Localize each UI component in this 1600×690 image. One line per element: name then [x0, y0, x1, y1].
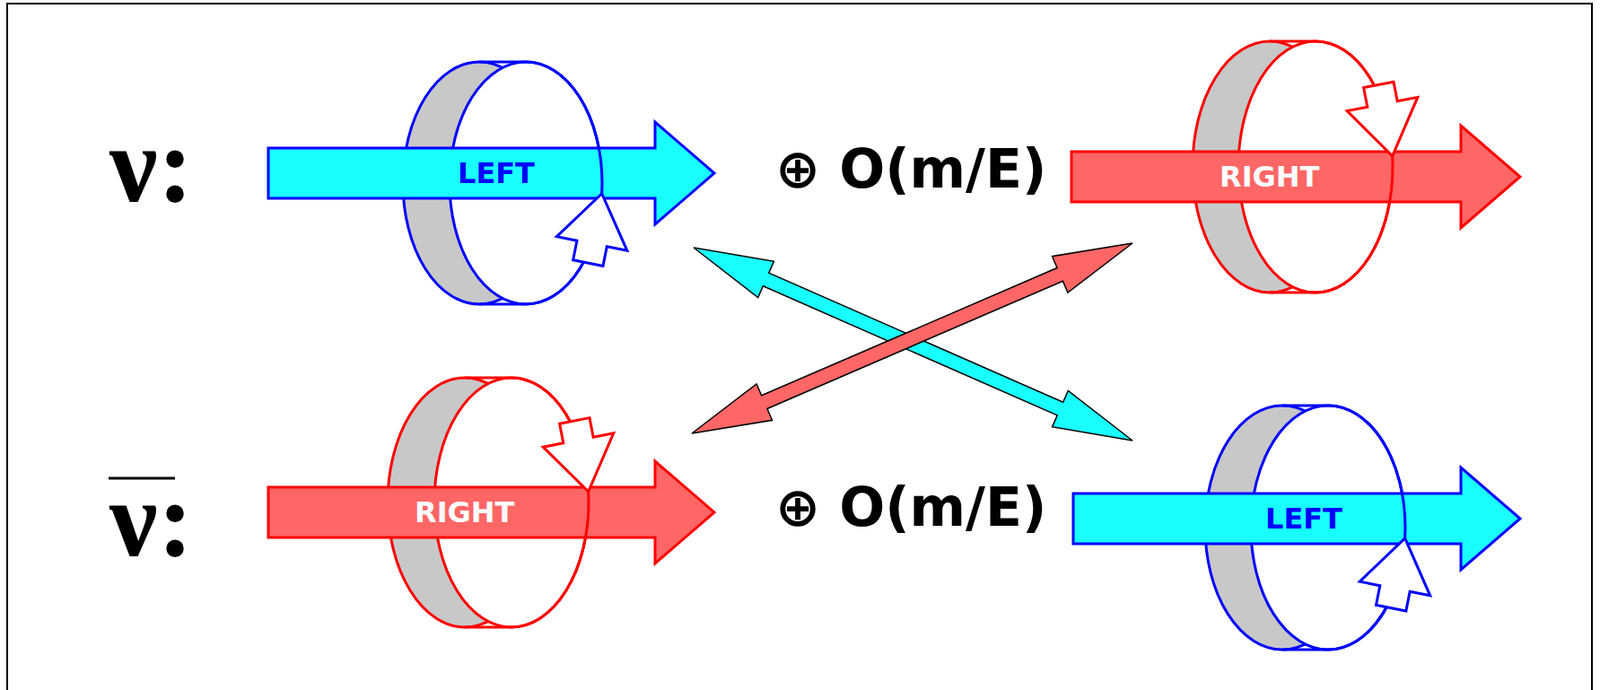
rotation-arrowhead — [542, 418, 614, 492]
antiparticle-symbol: ν: — [109, 465, 194, 574]
spin-ring-edge — [1269, 40, 1316, 44]
helicity-label: LEFT — [457, 158, 535, 188]
spin-ring-edge — [479, 61, 526, 64]
helicity-label: LEFT — [1265, 504, 1343, 534]
spin-ring-edge — [479, 303, 526, 307]
momentum-arrow — [1073, 467, 1521, 570]
spin-ring-edge — [464, 626, 512, 630]
helicity-arrow: RIGHT — [268, 461, 715, 564]
spin-ring-edge — [1282, 648, 1329, 652]
spin-ring-front — [1315, 41, 1393, 293]
spin-ring-edge — [1269, 291, 1316, 295]
rotation-arrowhead — [556, 193, 627, 267]
spin-ring-front — [511, 377, 589, 628]
helicity-arrow: RIGHT — [1071, 125, 1521, 228]
spin-ring-edge — [464, 376, 512, 380]
rotation-arrowhead — [1359, 538, 1430, 612]
particle-symbol: ν: — [109, 111, 194, 219]
spin-ring-front — [525, 61, 603, 305]
frame-border — [7, 3, 1592, 690]
mass-correction-term: ⊕ O(m/E) — [775, 480, 1047, 534]
helicity-arrow: LEFT — [1073, 467, 1521, 570]
helicity-flip-arrow — [691, 243, 1133, 434]
momentum-arrow — [1071, 125, 1521, 228]
spin-ring-edge — [1282, 404, 1329, 408]
helicity-arrow: LEFT — [268, 122, 715, 225]
mass-correction-term: ⊕ O(m/E) — [775, 141, 1047, 196]
momentum-arrow — [268, 461, 715, 564]
momentum-arrow — [268, 122, 715, 225]
helicity-label: RIGHT — [1219, 162, 1320, 192]
rotation-arrowhead — [1346, 81, 1418, 157]
helicity-label: RIGHT — [414, 498, 515, 527]
